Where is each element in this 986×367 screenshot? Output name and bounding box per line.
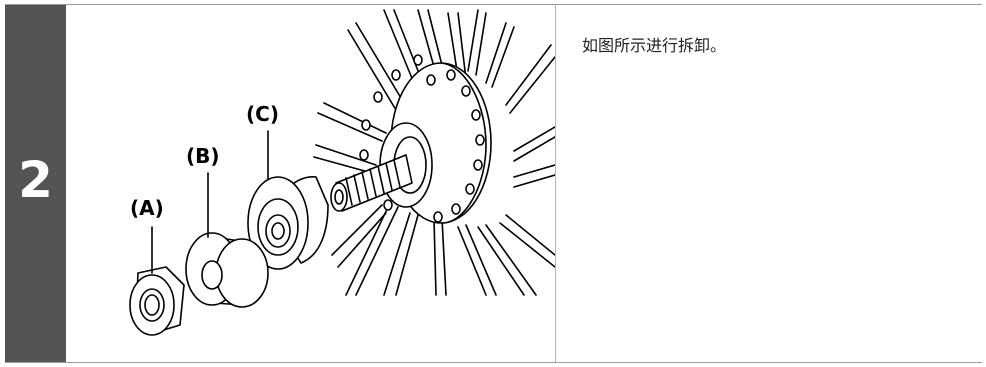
spokes — [313, 9, 555, 296]
threaded-axle — [330, 154, 413, 212]
label-c: (C) — [246, 102, 279, 126]
part-b-ring — [185, 232, 269, 308]
hub-disassembly-illustration: (A) (B) (C) — [129, 9, 555, 336]
leader-lines — [151, 130, 269, 274]
step-number: 2 — [18, 151, 53, 209]
label-a: (A) — [130, 196, 164, 220]
instruction-text: 如图所示进行拆卸。 — [582, 36, 727, 55]
part-c-cone — [247, 176, 329, 270]
figure-cell: (A) (B) (C) — [66, 5, 556, 362]
text-cell: 如图所示进行拆卸。 — [556, 5, 982, 362]
part-a-locknut — [129, 266, 185, 336]
step-table: 2 — [5, 4, 982, 363]
label-b: (B) — [186, 144, 220, 168]
step-sidebar: 2 — [5, 5, 66, 362]
